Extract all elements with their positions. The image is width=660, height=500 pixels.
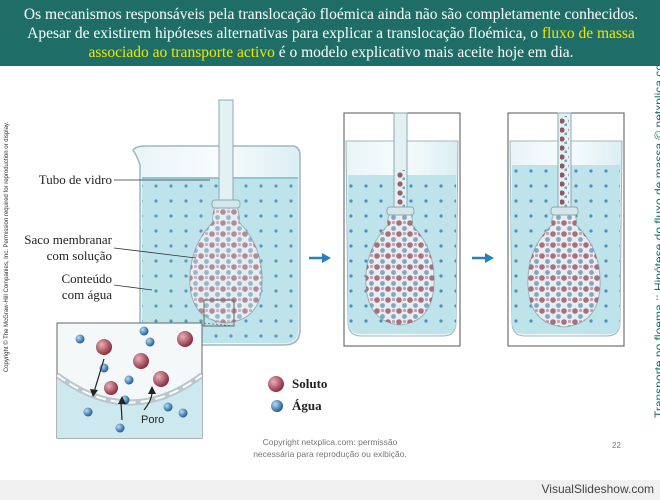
zoom-inset — [57, 323, 202, 438]
water-molecule — [116, 424, 125, 433]
solute-molecule — [177, 331, 193, 347]
solute-molecule — [133, 353, 149, 369]
legend-label-soluto: Soluto — [292, 376, 327, 392]
label-saco-membranar: Saco membranar com solução — [14, 232, 112, 264]
beaker-stage-3 — [508, 113, 624, 346]
water-molecule — [140, 327, 149, 336]
legend — [268, 376, 284, 412]
label-poro: Poro — [141, 414, 164, 426]
water-legend-icon — [271, 400, 283, 412]
watermark-text[interactable]: VisualSlideshow.com — [541, 482, 654, 496]
label-saco-line1: Saco membranar — [14, 232, 112, 248]
label-conteudo: Conteúdo com água — [14, 271, 112, 303]
footer-copyright: Copyright netxplica.com: permissão neces… — [220, 436, 440, 460]
label-conteudo-line1: Conteúdo — [14, 271, 112, 287]
water-molecule — [179, 409, 188, 418]
label-saco-line2: com solução — [14, 248, 112, 264]
label-tubo-de-vidro: Tubo de vidro — [20, 172, 112, 188]
watermark-bar: VisualSlideshow.com — [0, 480, 660, 500]
footer-copy-line1: Copyright netxplica.com: permissão — [220, 436, 440, 448]
solute-molecule — [96, 339, 112, 355]
water-molecule — [76, 335, 85, 344]
beaker-stage-2 — [344, 113, 460, 346]
solute-legend-icon — [268, 376, 284, 392]
legend-label-agua: Água — [292, 398, 322, 414]
water-molecule — [125, 376, 134, 385]
water-molecule — [84, 408, 93, 417]
solute-molecule — [153, 371, 169, 387]
footer-copy-line2: necessária para reprodução ou exibição. — [220, 448, 440, 460]
page-number: 22 — [612, 441, 621, 450]
main-beaker — [57, 100, 300, 345]
arrow-right-icon — [322, 253, 331, 263]
arrow-right-icon — [485, 253, 494, 263]
water-molecule — [146, 338, 155, 347]
solute-molecule — [104, 381, 118, 395]
label-conteudo-line2: com água — [14, 287, 112, 303]
water-molecule — [164, 403, 173, 412]
